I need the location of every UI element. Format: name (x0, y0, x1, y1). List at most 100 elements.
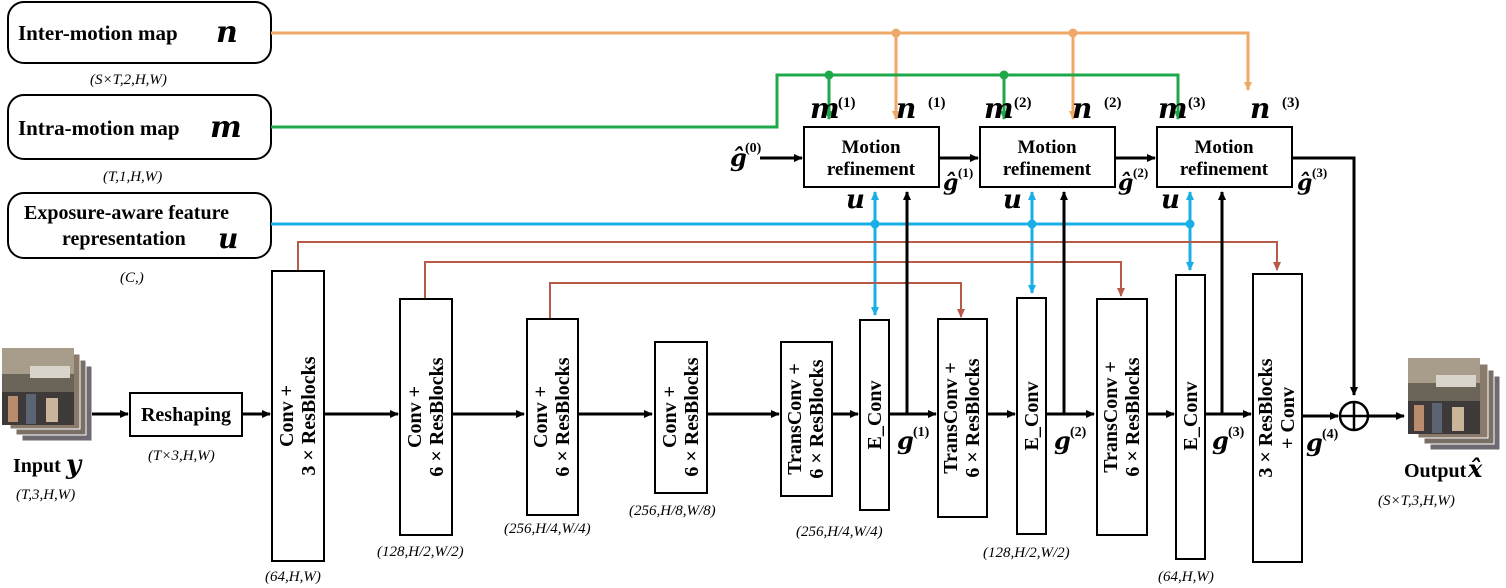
g0-symbol: ĝ (730, 143, 747, 172)
input-symbol: y (65, 450, 83, 480)
e-conv-block-2: E_Conv (1016, 297, 1047, 535)
mr2-n: n (1072, 92, 1092, 125)
mr3-m: m (1158, 92, 1188, 125)
mr1-m-sup: (1) (838, 95, 856, 111)
mr1-n-sup: (1) (928, 95, 946, 111)
enc2-dims: (128,H/2,W/2) (377, 544, 464, 560)
intra-motion-junction-1 (824, 70, 834, 80)
final-line1: 3 × ResBlocks (1255, 358, 1277, 477)
decoder-block-3: TransConv + 6 × ResBlocks (1096, 298, 1148, 536)
exposure-feature-box: Exposure-aware feature representation u (7, 192, 272, 259)
dec2-line1: TransConv + (940, 362, 962, 474)
intra-motion-map-box: Intra-motion map m (7, 94, 272, 160)
enc3-dims: (256,H/4,W/4) (504, 521, 591, 537)
mr3-out: ĝ (1297, 170, 1312, 196)
exposure-junction-2 (1027, 219, 1037, 229)
g2-sup: (2) (1070, 425, 1087, 440)
final-block: 3 × ResBlocks + Conv (1252, 273, 1303, 563)
exposure-junction-3 (1185, 219, 1195, 229)
g1-sup: (1) (913, 425, 930, 440)
exposure-label-line2: representation (62, 228, 186, 250)
output-image (1408, 358, 1501, 451)
econv2-label: E_Conv (1021, 382, 1043, 451)
econv3-dims: (64,H,W) (1158, 569, 1214, 585)
econv2-dims: (128,H/2,W/2) (983, 545, 1070, 561)
inter-motion-symbol: n (216, 15, 238, 50)
econv1-label: E_Conv (864, 381, 886, 450)
output-dims: (S×T,3,H,W) (1378, 493, 1455, 509)
inter-motion-dims: (S×T,2,H,W) (90, 72, 167, 88)
exposure-symbol: u (218, 222, 238, 255)
g4-symbol: g (1306, 428, 1323, 457)
mr3-n: n (1250, 92, 1270, 125)
decoder-block-1: TransConv + 6 × ResBlocks (780, 341, 833, 497)
intra-motion-junction-2 (999, 70, 1009, 80)
ghat3-to-sum-arrow (1292, 156, 1358, 396)
mr1-u: u (846, 185, 865, 215)
final-line2: + Conv (1277, 387, 1299, 449)
enc2-line1: Conv + (404, 386, 426, 448)
enc1-dims: (64,H,W) (265, 569, 321, 585)
mr1-n: n (896, 92, 916, 125)
reshaping-label: Reshaping (141, 404, 231, 426)
motion-refinement-1: Motion refinement (803, 126, 940, 188)
mr2-m: m (984, 92, 1014, 125)
enc4-line2: 6 × ResBlocks (681, 357, 703, 476)
encoder-block-4: Conv + 6 × ResBlocks (654, 341, 708, 494)
g0-sup: (0) (745, 141, 762, 156)
exposure-junction-1 (870, 219, 880, 229)
econv3-label: E_Conv (1180, 382, 1202, 451)
mr2-m-sup: (2) (1014, 95, 1032, 111)
mr3-out-sup: (3) (1312, 165, 1327, 180)
output-label: Output (1404, 460, 1467, 482)
mr3-line2: refinement (1180, 159, 1269, 180)
output-symbol: x̂ (1467, 454, 1483, 483)
econv1-dims: (256,H/4,W/4) (796, 524, 883, 540)
g1-symbol: g (897, 426, 914, 455)
mr2-u: u (1003, 185, 1022, 215)
reshaping-block: Reshaping (129, 392, 243, 437)
mr1-out: ĝ (943, 170, 958, 196)
encoder-block-2: Conv + 6 × ResBlocks (399, 298, 453, 536)
input-dims: (T,3,H,W) (16, 487, 75, 503)
mr3-line1: Motion (1194, 137, 1254, 158)
decoder-block-2: TransConv + 6 × ResBlocks (937, 318, 988, 518)
mr-input-labels: m (1) n (1) m (2) n (2) m (3) n (3) (810, 92, 1300, 125)
encoder-block-3: Conv + 6 × ResBlocks (526, 318, 579, 516)
g2-symbol: g (1054, 426, 1071, 455)
input-image (2, 348, 93, 442)
intra-motion-routing (271, 73, 1182, 129)
dec1-line2: 6 × ResBlocks (806, 359, 828, 478)
enc4-line1: Conv + (659, 386, 681, 448)
encoder-block-1: Conv + 3 × ResBlocks (271, 270, 325, 562)
dec3-line2: 6 × ResBlocks (1122, 357, 1144, 476)
exposure-dims: (C,) (120, 270, 144, 286)
reshaping-dims: (T×3,H,W) (148, 448, 215, 464)
e-conv-block-3: E_Conv (1175, 274, 1206, 560)
mr1-out-sup: (1) (958, 165, 973, 180)
g3-sup: (3) (1228, 425, 1245, 440)
mr3-n-sup: (3) (1282, 95, 1300, 111)
inter-motion-junction-2 (1068, 28, 1078, 38)
intra-motion-label: Intra-motion map (18, 116, 180, 140)
mr2-line1: Motion (1017, 137, 1077, 158)
exposure-routing (271, 191, 1194, 316)
inter-motion-label: Inter-motion map (18, 21, 178, 45)
intra-motion-symbol: m (210, 110, 242, 145)
input-label: Input (13, 455, 61, 477)
motion-refinement-3: Motion refinement (1156, 126, 1293, 188)
mr1-line1: Motion (841, 137, 901, 158)
mr2-n-sup: (2) (1104, 95, 1122, 111)
mr1-m: m (810, 92, 840, 125)
mr1-line2: refinement (827, 159, 916, 180)
motion-refinement-2: Motion refinement (979, 126, 1116, 188)
g4-sup: (4) (1322, 427, 1339, 442)
mr3-m-sup: (3) (1188, 95, 1206, 111)
enc3-line1: Conv + (530, 386, 552, 448)
dec2-line2: 6 × ResBlocks (962, 358, 984, 477)
mr2-out: ĝ (1118, 170, 1133, 196)
mr3-u: u (1161, 185, 1180, 215)
dec3-line1: TransConv + (1100, 361, 1122, 473)
dec1-line1: TransConv + (784, 363, 806, 475)
